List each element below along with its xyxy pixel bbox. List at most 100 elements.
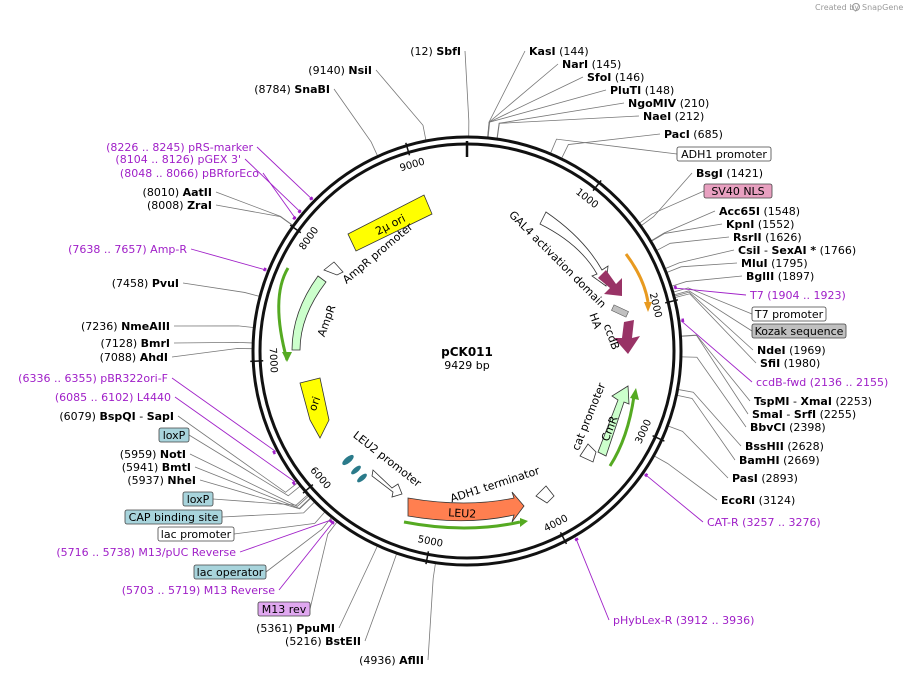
primer-binding-site[interactable]: (6085 .. 6102) L4440 [55,391,296,486]
feature-gal4-ad[interactable]: GAL4 activation domain [506,208,608,310]
enzyme-site-nmeaiii[interactable]: (7236) NmeAIII [81,320,170,333]
feature-ampr-orf [277,267,290,361]
enzyme-site-ecori[interactable]: EcoRI (3124) [721,494,795,507]
enzyme-site-aatii[interactable]: (8010) AatII [143,186,212,199]
primer-binding-site[interactable]: (8048 .. 8066) pBRforEco [120,167,297,221]
feature-box-lac-promoter[interactable]: lac promoter [157,526,235,542]
enzyme-site-aflii[interactable]: (4936) AflII [359,654,424,667]
enzyme-label: SmaI - SrfI (2255) [752,408,856,421]
enzyme-site-tspmi[interactable]: TspMI - XmaI (2253) [754,395,872,408]
ring-tick-mark [250,360,264,363]
leader-line [561,133,661,159]
enzyme-site-noti[interactable]: (5959) NotI [120,448,186,461]
enzyme-site-acc65i[interactable]: Acc65I (1548) [719,205,800,218]
primer-binding-site[interactable]: pHybLex-R (3912 .. 3936) [574,537,754,627]
enzyme-site-pluti[interactable]: PluTI (148) [610,84,674,97]
enzyme-label: KpnI (1552) [726,218,794,231]
enzyme-name: EcoRI [721,494,755,507]
feature-ccdb[interactable]: ccdB [601,320,640,354]
feature-box-frame [676,146,772,162]
primer-label: (5716 .. 5738) M13/pUC Reverse [56,546,236,559]
primer-binding-site[interactable]: (5703 .. 5719) M13 Reverse [122,520,335,597]
enzyme-site-paci[interactable]: PacI (685) [664,128,723,141]
enzyme-site-csii[interactable]: CsiI - SexAI * (1766) [738,244,856,257]
enzyme-site-sbfi[interactable]: (12) SbfI [410,45,461,58]
enzyme-position: (2893) [758,472,798,485]
ring-tick-mark [559,531,568,545]
enzyme-site-nhei[interactable]: (5937) NheI [127,474,196,487]
enzyme-site-pasi[interactable]: PasI (2893) [732,472,798,485]
enzyme-site-snabi[interactable]: (8784) SnaBI [254,83,330,96]
enzyme-site-sfoi[interactable]: SfoI (146) [587,71,644,84]
feature-box-m13-rev[interactable]: M13 rev [257,601,311,617]
enzyme-site-pvui[interactable]: (7458) PvuI [112,277,179,290]
feature-ha[interactable]: HA [586,270,622,331]
enzyme-name: KpnI [726,218,754,231]
primer-binding-site[interactable]: T7 (1904 .. 1923) [673,285,846,302]
feature-adh1-terminator-shape [535,485,555,504]
leader-line [550,138,678,155]
feature-ampr[interactable]: AmpR [277,267,339,362]
enzyme-site-bsshii[interactable]: BssHII (2628) [745,440,824,453]
enzyme-site-ahdi[interactable]: (7088) AhdI [100,351,168,364]
enzyme-site-bspqi[interactable]: (6079) BspQI - SapI [59,410,174,423]
enzyme-site-bsteii[interactable]: (5216) BstEII [285,635,361,648]
enzyme-name: BglII [746,270,774,283]
feature-cmr[interactable]: CmR [597,385,639,467]
enzyme-site-ndei[interactable]: NdeI (1969) [757,344,826,357]
enzyme-site-sfii[interactable]: SfiI (1980) [760,357,820,370]
enzyme-site-nsii[interactable]: (9140) NsiI [308,64,372,77]
enzyme-site-bmri[interactable]: (7128) BmrI [101,337,170,350]
feature-box-kozak-sequence[interactable]: Kozak sequence [751,323,847,339]
enzyme-name: AatII [183,186,212,199]
enzyme-name: SfoI [587,71,611,84]
enzyme-site-kpni[interactable]: KpnI (1552) [726,218,794,231]
enzyme-site-ppumi[interactable]: (5361) PpuMI [256,622,335,635]
enzyme-position: (1626) [762,231,802,244]
feature-leu2-promoter[interactable]: LEU2 promoter [351,429,425,498]
enzyme-site-bbvci[interactable]: BbvCI (2398) [750,421,826,434]
feature-2u-ori-shape [347,194,433,252]
enzyme-site-smai[interactable]: SmaI - SrfI (2255) [752,408,856,421]
leader-line [496,102,625,139]
feature-ori[interactable]: ori [299,377,330,439]
feature-box-loxp[interactable]: loxP [158,427,190,443]
enzyme-site-zrai[interactable]: (8008) ZraI [147,199,212,212]
enzyme-position: (212) [671,110,704,123]
feature-ampr-shape [291,275,327,351]
enzyme-site-ngomiv[interactable]: NgoMIV (210) [628,97,709,110]
enzyme-label: NdeI (1969) [757,344,826,357]
leader-line [678,389,742,447]
feature-box-sv40-nls[interactable]: SV40 NLS [703,183,773,199]
primer-binding-site[interactable]: (7638 .. 7657) Amp-R [68,243,267,272]
feature-leu2[interactable]: LEU2 [403,491,528,530]
enzyme-position: (2628) [784,440,824,453]
enzyme-label: BsgI (1421) [696,167,763,180]
primer-binding-site[interactable]: ccdB-fwd (2136 .. 2155) [680,318,888,389]
feature-box-t7-promoter[interactable]: T7 promoter [751,306,827,322]
ring-tick-label: 7000 [267,347,279,373]
enzyme-site-bglii[interactable]: BglII (1897) [746,270,814,283]
enzyme-site-bamhi[interactable]: BamHI (2669) [739,454,820,467]
feature-box-loxp[interactable]: loxP [182,491,214,507]
enzyme-position: (8784) [254,83,294,96]
feature-box-lac-operator[interactable]: lac operator [193,564,267,580]
feature-box-adh1-promoter[interactable]: ADH1 promoter [676,146,772,162]
primer-binding-site[interactable]: CAT-R (3257 .. 3276) [644,472,821,529]
enzyme-site-bsgi[interactable]: BsgI (1421) [696,167,763,180]
enzyme-site-nari[interactable]: NarI (145) [562,58,621,71]
feature-box-cap-binding-site[interactable]: CAP binding site [124,509,223,525]
leader-line [671,275,743,287]
enzyme-site-mlui[interactable]: MluI (1795) [741,257,808,270]
enzyme-site-bmti[interactable]: (5941) BmtI [122,461,191,474]
enzyme-site-naei[interactable]: NaeI (212) [643,110,704,123]
primer-binding-site[interactable]: (5716 .. 5738) M13/pUC Reverse [56,519,333,559]
primer-binding-site[interactable]: (6336 .. 6355) pBR322ori-F [18,372,277,455]
feature-adh1-terminator[interactable]: ADH1 terminator [449,464,555,505]
enzyme-site-rsrii[interactable]: RsrII (1626) [733,231,802,244]
enzyme-name: BbvCI [750,421,786,434]
primer-binding-site[interactable]: (8226 .. 8245) pRS-marker [106,141,314,201]
enzyme-site-kasi[interactable]: KasI (144) [529,45,589,58]
primer-binding-site[interactable]: (8104 .. 8126) pGEX 3' [115,153,302,214]
enzyme-position: (2398) [786,421,826,434]
